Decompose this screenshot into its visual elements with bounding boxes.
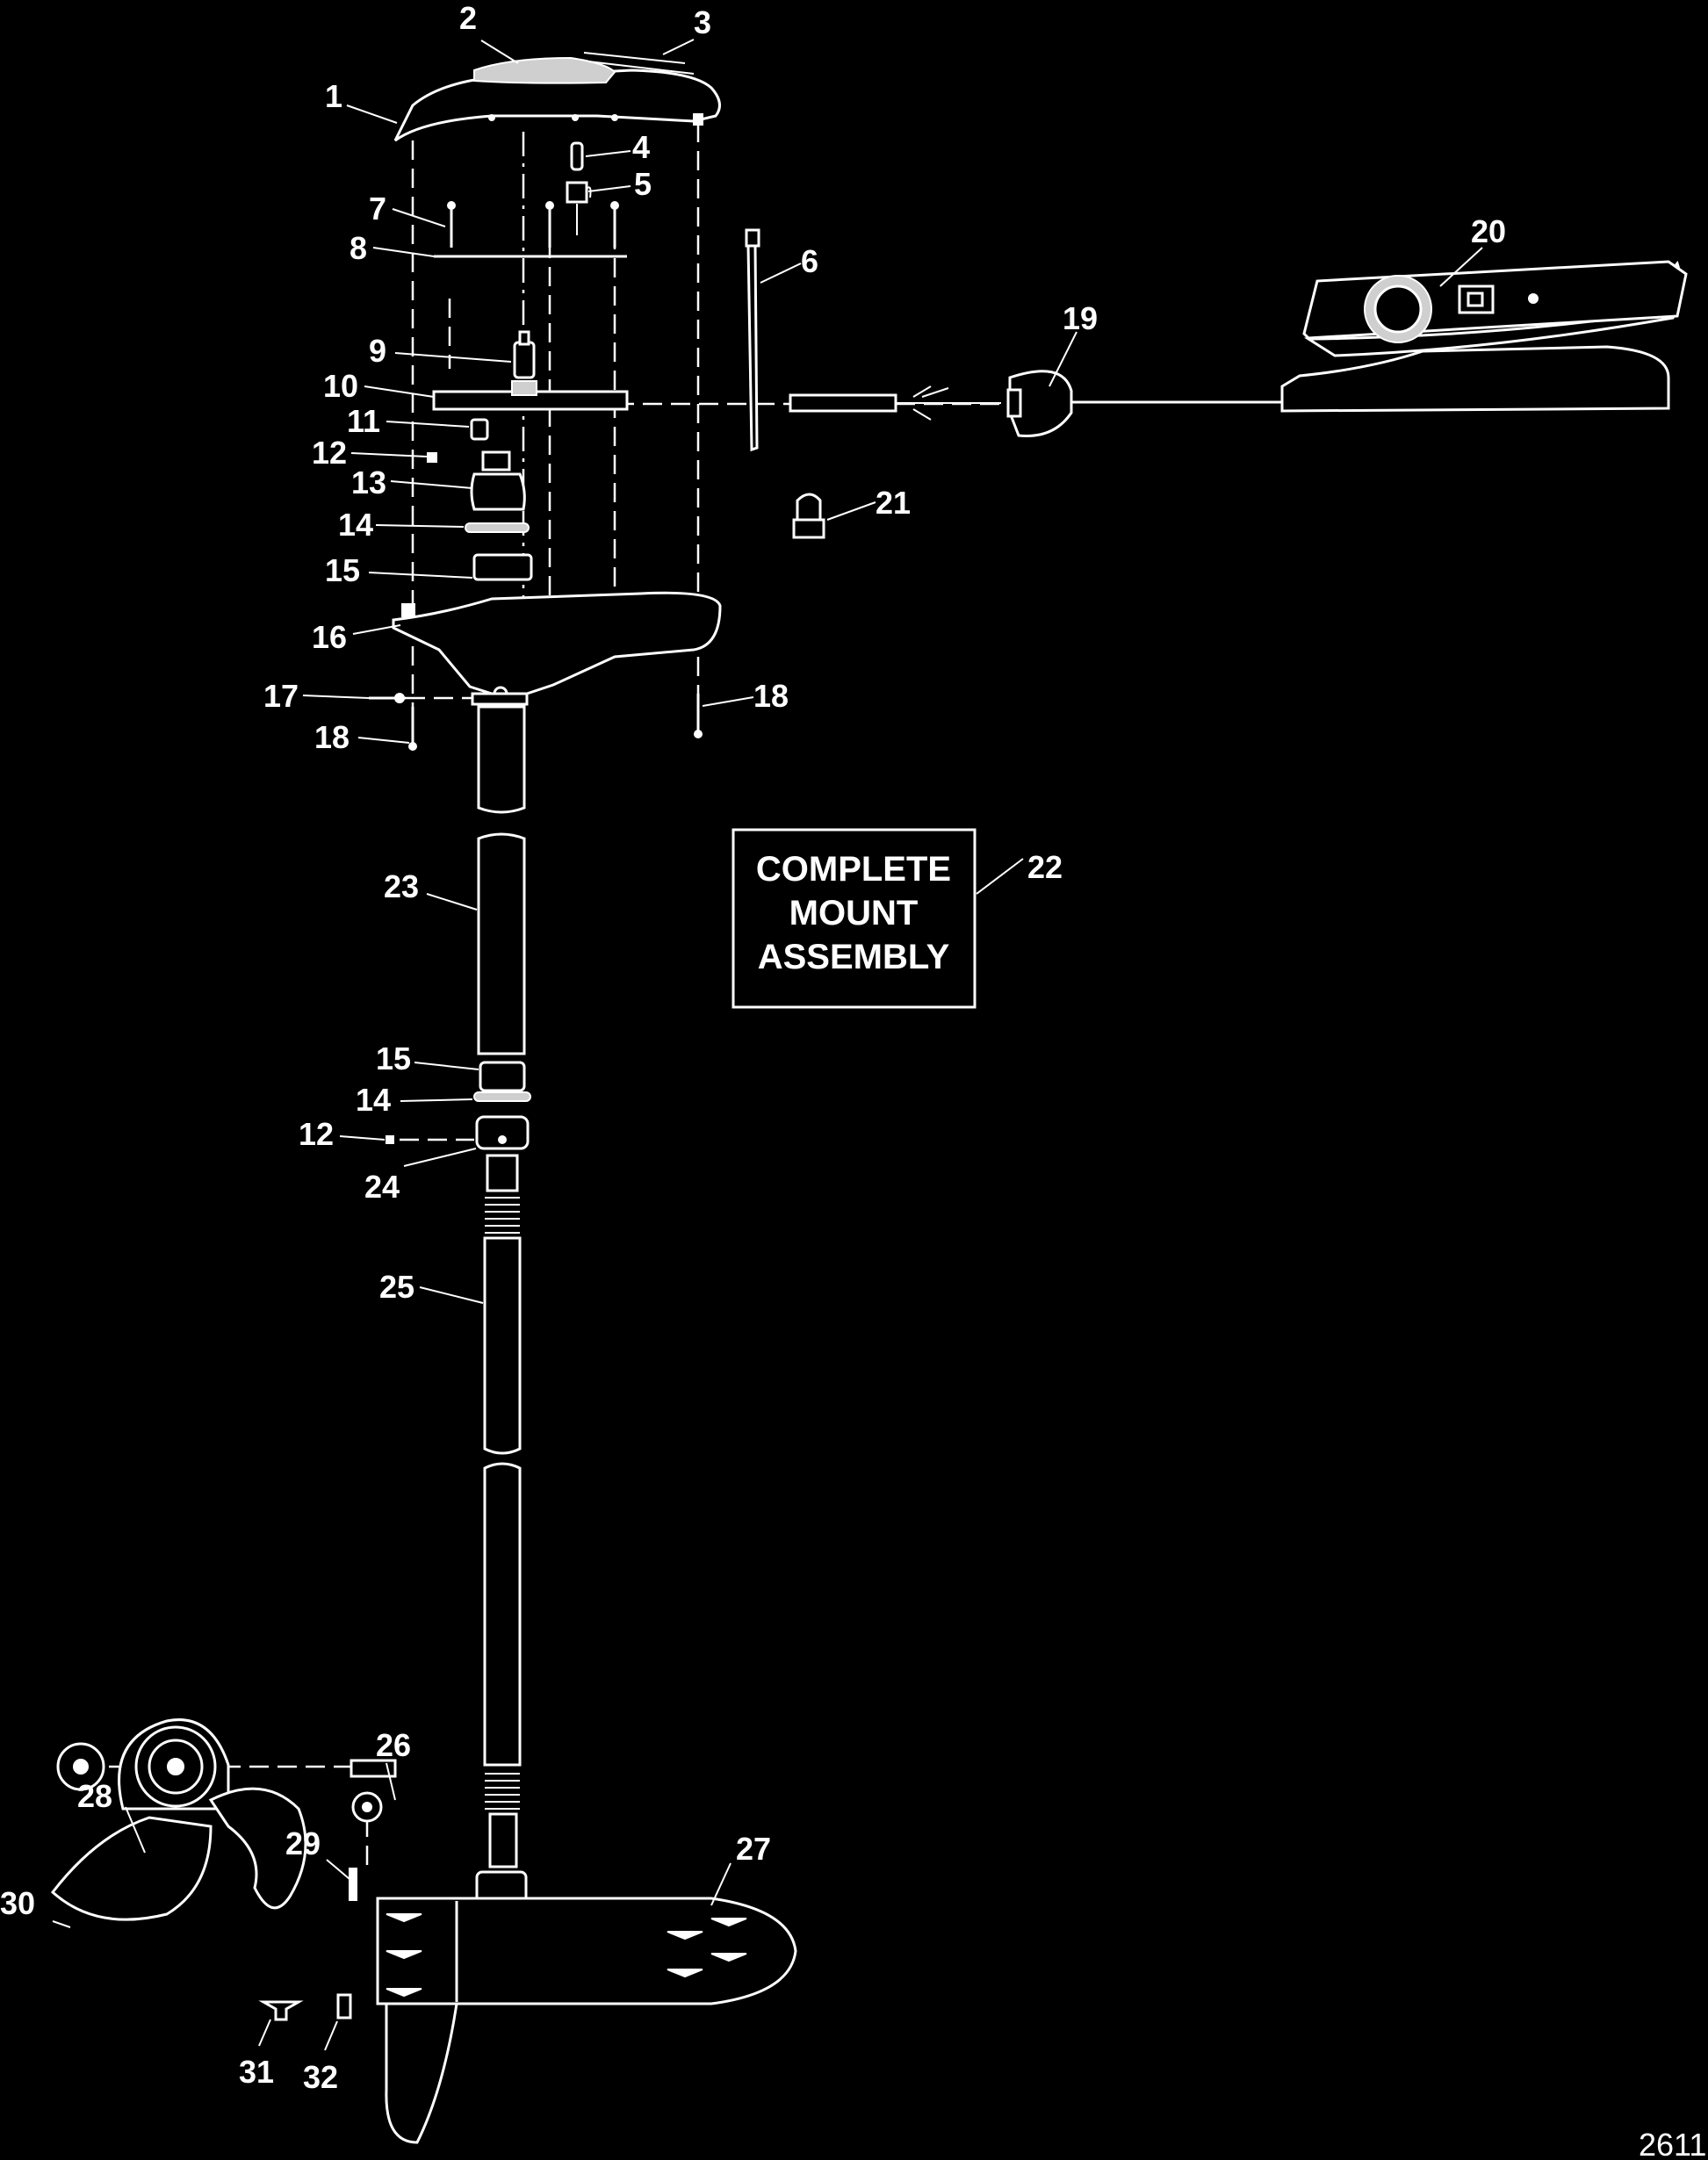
- lower-shaft: [483, 1154, 522, 1868]
- callout-label: 16: [312, 619, 347, 655]
- propeller: [50, 1718, 307, 1921]
- top-cover: [393, 52, 721, 142]
- callout-label: 19: [1063, 300, 1098, 336]
- screws-and-plate: [434, 201, 627, 258]
- callout-label: 20: [1471, 213, 1506, 249]
- cable-tie: [745, 228, 760, 452]
- callout-label: 32: [303, 2059, 338, 2095]
- upper-bushing-stack: [427, 418, 533, 581]
- callout-label: 28: [77, 1778, 112, 1814]
- callout-label: 3: [694, 4, 711, 40]
- callout-label: 18: [753, 678, 789, 714]
- callout-label: 15: [376, 1040, 411, 1076]
- callout-label: 18: [314, 719, 350, 755]
- foot-pedal: [1280, 260, 1688, 413]
- box-callout: 22: [1027, 849, 1063, 885]
- trolling-motor: [350, 1759, 797, 2144]
- foot-pedal-cable: [789, 370, 1282, 437]
- lower-bushing-stack: [386, 1061, 531, 1150]
- box-line-2: MOUNT: [789, 894, 919, 932]
- callout-label: 5: [634, 166, 652, 202]
- callout-label: 15: [325, 552, 360, 588]
- box-line-3: ASSEMBLY: [758, 938, 950, 976]
- callout-label: 23: [384, 868, 419, 904]
- callout-label: 4: [632, 129, 650, 165]
- control-head-housing: [392, 591, 722, 706]
- upper-shaft-tube: [477, 705, 526, 1055]
- callout-label: 2: [459, 0, 477, 36]
- cable-clip: [792, 493, 825, 539]
- callout-label: 1: [325, 78, 342, 114]
- callout-label: 26: [376, 1727, 411, 1763]
- callout-label: 10: [323, 368, 358, 404]
- switch-board: [432, 330, 629, 411]
- callout-label: 12: [312, 435, 347, 471]
- figure-number: 2611: [1639, 2127, 1706, 2160]
- head-fasteners: [369, 693, 703, 751]
- callout-label: 31: [239, 2054, 274, 2090]
- callout-label: 24: [364, 1169, 400, 1205]
- callout-label: 11: [347, 403, 380, 439]
- box-line-1: COMPLETE: [756, 850, 951, 889]
- complete-mount-assembly-box: COMPLETE MOUNT ASSEMBLY 22: [731, 828, 1063, 1009]
- callout-label: 14: [338, 507, 373, 543]
- alignment-lines: [81, 123, 1010, 1870]
- callout-label: 30: [0, 1885, 35, 1921]
- callout-numbers: 1 2 3 4 5 6 7 8 9 10 11 12 13 14 15 16 1…: [0, 0, 1506, 2095]
- callout-label: 7: [369, 191, 386, 227]
- callout-label: 25: [379, 1269, 414, 1305]
- callout-label: 14: [356, 1082, 391, 1118]
- fuse-and-holder: [566, 141, 592, 235]
- callout-label: 29: [285, 1825, 321, 1861]
- callout-label: 27: [736, 1831, 771, 1867]
- callout-label: 12: [299, 1116, 334, 1152]
- callout-label: 21: [876, 485, 911, 521]
- callout-label: 17: [263, 678, 299, 714]
- callout-label: 6: [801, 243, 818, 279]
- callout-label: 13: [351, 464, 386, 500]
- callout-label: 8: [350, 230, 367, 266]
- callout-label: 9: [369, 333, 386, 369]
- leader-lines: [52, 39, 1483, 2051]
- prop-hardware: [258, 1791, 383, 2021]
